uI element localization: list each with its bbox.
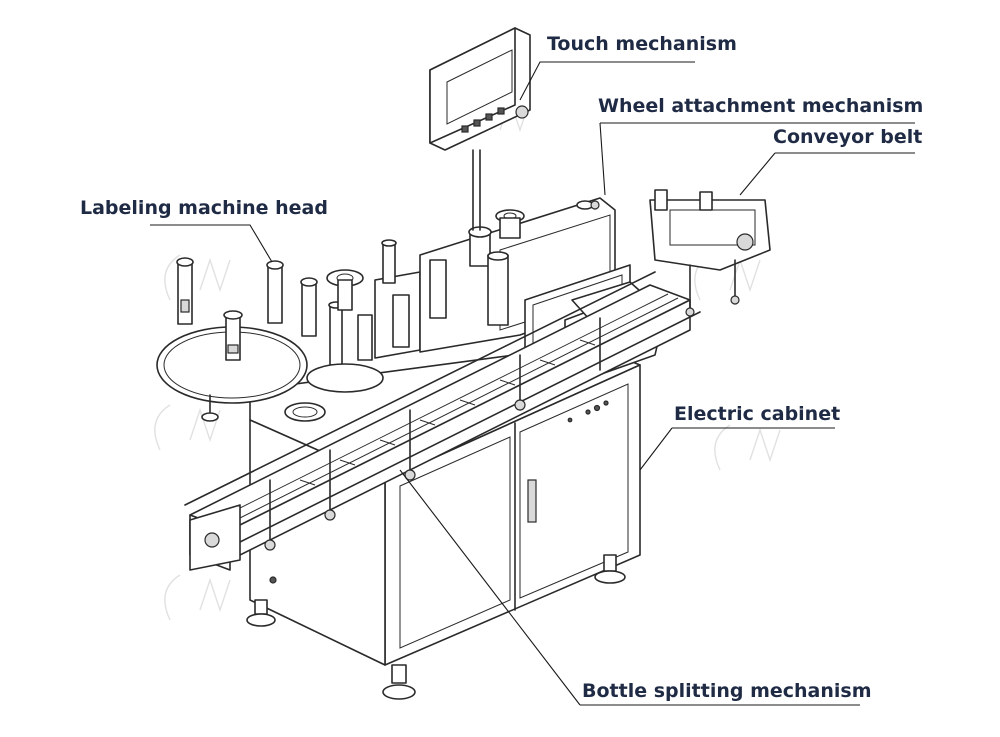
callout-cabinet xyxy=(639,427,835,471)
labeling-machine-head xyxy=(176,239,421,422)
touch-mechanism xyxy=(429,27,531,231)
callout-touch xyxy=(519,61,604,101)
conveyor-belt xyxy=(184,189,771,571)
callout-conveyor xyxy=(739,152,915,196)
label-conveyor-belt: Conveyor belt xyxy=(773,126,923,148)
rotary-table xyxy=(156,310,308,422)
label-wheel-attachment-mechanism: Wheel attachment mechanism xyxy=(598,95,924,117)
label-touch-mechanism: Touch mechanism xyxy=(547,33,737,55)
callout-head xyxy=(150,224,273,263)
callout-lines xyxy=(150,61,915,706)
label-electric-cabinet: Electric cabinet xyxy=(674,403,841,425)
callout-wheel xyxy=(599,122,915,196)
label-bottle-splitting-mechanism: Bottle splitting mechanism xyxy=(582,680,872,702)
callout-splitting xyxy=(399,469,860,706)
label-labeling-machine-head: Labeling machine head xyxy=(80,197,328,219)
